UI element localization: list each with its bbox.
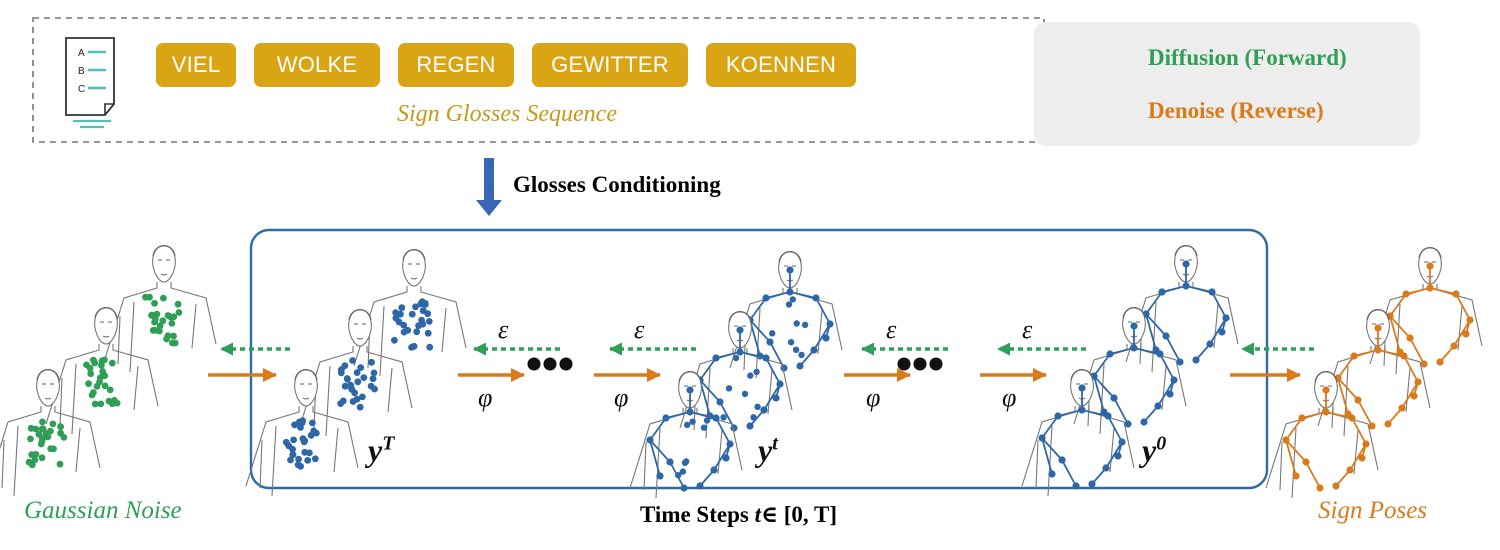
figure-7	[729, 250, 843, 379]
phi-symbol-4: φ	[1002, 383, 1017, 412]
phi-symbol-2: φ	[614, 383, 629, 412]
ellipsis-1	[527, 357, 573, 371]
state-label-yt: yt	[758, 432, 778, 468]
phi-symbol-3: φ	[866, 383, 881, 412]
figure-2	[45, 306, 159, 435]
svg-text:C: C	[78, 84, 85, 95]
figure-3	[0, 368, 101, 497]
figure-14	[1317, 308, 1431, 437]
phi-symbol-1: φ	[478, 383, 493, 412]
state-label-yT: yT	[368, 432, 395, 468]
svg-text:B: B	[78, 66, 85, 77]
conditioning-label: Glosses Conditioning	[513, 172, 721, 197]
figure-4	[353, 248, 467, 377]
figure-8	[679, 310, 793, 439]
gloss-pill-1: VIEL	[156, 43, 236, 87]
gloss-pill-5: KOENNEN	[706, 43, 856, 87]
ellipsis-2	[897, 357, 943, 371]
epsilon-symbol-1: ε	[498, 315, 509, 344]
figure-11	[1073, 306, 1187, 435]
state-label-y0: y0	[1142, 432, 1167, 468]
figure-5	[299, 308, 413, 437]
svg-text:A: A	[78, 48, 85, 59]
figure-12	[1021, 368, 1135, 497]
conditioning-arrow	[476, 158, 502, 216]
figure-9	[629, 370, 743, 499]
legend-forward-label: Diffusion (Forward)	[1148, 45, 1347, 70]
figure-1	[103, 244, 217, 373]
time-steps-label: Time Steps t∈ [0, T]	[640, 502, 838, 527]
figure-10	[1125, 244, 1239, 373]
legend-box	[1034, 22, 1420, 146]
figure-15	[1265, 370, 1379, 499]
gloss-pill-2: WOLKE	[254, 43, 380, 87]
gloss-pill-3: REGEN	[398, 43, 514, 87]
document-icon: ABC	[65, 37, 115, 129]
epsilon-symbol-4: ε	[1022, 315, 1033, 344]
diffusion-frame	[249, 228, 1269, 490]
sign-poses-label: Sign Poses	[1318, 497, 1428, 524]
epsilon-symbol-2: ε	[634, 315, 645, 344]
figure-13	[1369, 246, 1483, 375]
epsilon-symbol-3: ε	[886, 315, 897, 344]
sequence-caption: Sign Glosses Sequence	[397, 101, 617, 127]
gloss-pill-4: GEWITTER	[532, 43, 688, 87]
legend-reverse-label: Denoise (Reverse)	[1148, 98, 1324, 123]
gaussian-noise-label: Gaussian Noise	[24, 497, 182, 524]
figure-6	[245, 368, 359, 497]
